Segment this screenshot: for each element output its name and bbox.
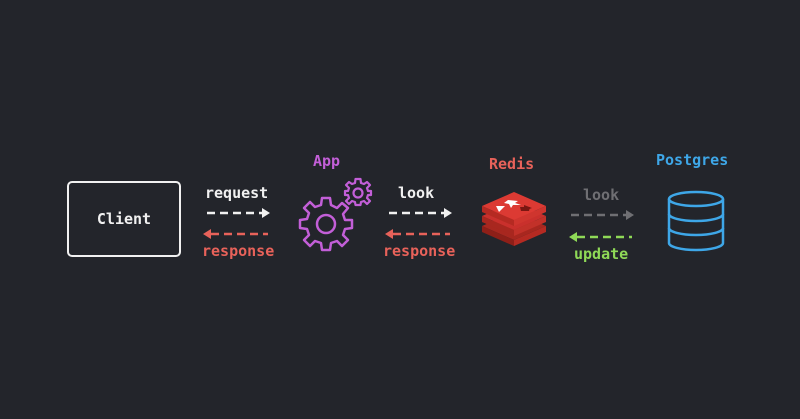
- look-label: look: [398, 184, 435, 202]
- postgres-look-label: look: [583, 186, 620, 204]
- client-label: Client: [96, 209, 152, 228]
- client-box: Client: [67, 181, 181, 257]
- app-label: App: [313, 152, 341, 170]
- update-label: update: [574, 245, 629, 263]
- redis-label: Redis: [489, 155, 535, 173]
- client-response-label: response: [202, 242, 275, 260]
- postgres-label: Postgres: [656, 151, 729, 169]
- redis-response-label: response: [383, 242, 456, 260]
- request-label: request: [205, 184, 269, 202]
